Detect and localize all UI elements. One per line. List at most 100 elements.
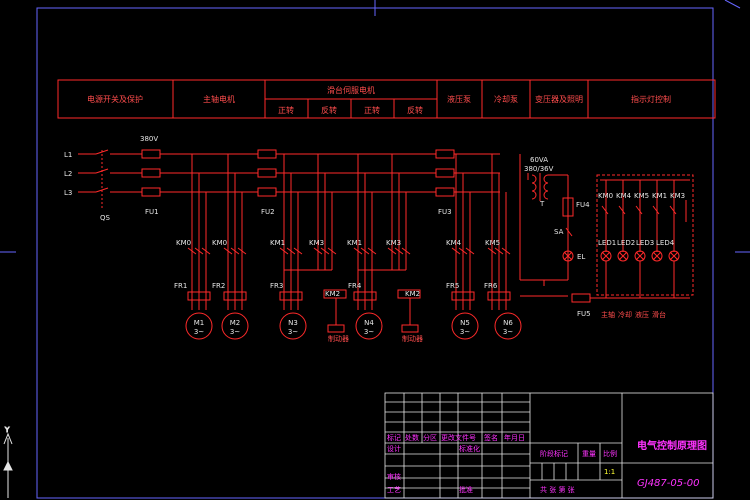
motor-sub: 3~ — [364, 328, 374, 336]
relay-label: FR3 — [270, 282, 283, 290]
fuse-label-fu1: FU1 — [145, 208, 159, 216]
header-indicator: 指示灯控制 — [631, 94, 671, 104]
tb-date: 年月日 — [504, 433, 525, 442]
header-fwd-2: 正转 — [364, 105, 380, 115]
transformer-label: T — [539, 200, 545, 208]
contactor-label: KM0 — [212, 239, 227, 247]
motor-n3 — [279, 312, 307, 340]
header-labels: 电源开关及保护 主轴电机 滑台伺服电机 正转 反转 正转 反转 液压泵 冷却泵 … — [87, 85, 671, 115]
title-block-text: 标记 处数 分区 更改文件号 签名 年月日 设计 标准化 阶段标记 重量 比例 … — [387, 433, 707, 494]
tb-mark: 标记 — [387, 433, 401, 442]
phase-label-l3: L3 — [64, 189, 72, 197]
motor-sub: 3~ — [194, 328, 204, 336]
indicator-contact-label: KM5 — [634, 192, 649, 200]
led-caption: 滑台 — [652, 310, 666, 319]
motor-n5 — [451, 312, 479, 340]
motor-name: N5 — [460, 319, 470, 327]
tb-count: 处数 — [405, 433, 419, 442]
indicator-contact-label: KM4 — [616, 192, 632, 200]
motor-sub: 3~ — [230, 328, 240, 336]
motor-n4 — [355, 312, 383, 340]
device-labels: KM0 KM0 KM1 KM3 KM1 KM3 KM4 KM5 KM2 KM2 … — [174, 239, 500, 343]
motor-sub: 3~ — [503, 328, 513, 336]
tb-weight: 重量 — [582, 450, 596, 458]
header-slide: 滑台伺服电机 — [327, 85, 375, 95]
header-power: 电源开关及保护 — [87, 94, 143, 104]
bus-fuses — [257, 149, 455, 197]
motor-labels: M1 3~ M2 3~ N3 3~ N4 3~ N5 3~ N6 3~ — [194, 319, 514, 336]
header-coolant: 冷却泵 — [494, 94, 518, 104]
tb-scale-value: 1:1 — [604, 468, 615, 476]
phase-label-l2: L2 — [64, 170, 72, 178]
lamp-el — [562, 250, 574, 262]
motor-name: N6 — [503, 319, 513, 327]
tb-stage: 阶段标记 — [540, 449, 568, 458]
tb-change-doc: 更改文件号 — [441, 433, 476, 442]
indicator-contact-label: KM1 — [652, 192, 667, 200]
brake-contact-label: KM2 — [405, 290, 420, 298]
fuse-label-fu4: FU4 — [576, 201, 590, 209]
svg-text:Y: Y — [4, 426, 10, 434]
tb-approve: 批准 — [459, 485, 473, 494]
indicator-contact-label: KM0 — [598, 192, 613, 200]
motor-sub: 3~ — [460, 328, 470, 336]
tb-signature: 签名 — [484, 433, 498, 442]
switch-label: QS — [100, 214, 111, 222]
header-rev-2: 反转 — [407, 105, 423, 115]
phase-label-l1: L1 — [64, 151, 72, 159]
motors — [185, 312, 522, 340]
brake-caption: 制动器 — [402, 334, 423, 343]
switch-sa-label: SA — [554, 228, 564, 236]
tb-standard: 标准化 — [459, 444, 480, 453]
contactor-label: KM1 — [347, 239, 362, 247]
led-caption: 液压 — [635, 310, 649, 319]
fuse-label-fu2: FU2 — [261, 208, 275, 216]
relay-label: FR4 — [348, 282, 362, 290]
header-hydraulic: 液压泵 — [447, 94, 471, 104]
indicator-contact-label: KM3 — [670, 192, 685, 200]
tb-drawing-number: GJ487-05-00 — [637, 478, 699, 489]
tb-review: 审核 — [387, 472, 401, 481]
fuse-label-fu5: FU5 — [577, 310, 591, 318]
transformer-section — [519, 154, 690, 303]
motor-name: N3 — [288, 319, 298, 327]
indicator-section — [596, 174, 694, 298]
relay-label: FR1 — [174, 282, 187, 290]
led-caption: 冷却 — [618, 310, 632, 319]
contactor-label: KM3 — [386, 239, 401, 247]
relay-label: FR5 — [446, 282, 459, 290]
contactor-label: KM4 — [446, 239, 462, 247]
supply-section: L1 L2 L3 380V QS FU1 — [64, 135, 500, 222]
contactor-label: KM3 — [309, 239, 324, 247]
motor-name: M2 — [230, 319, 241, 327]
header-spindle: 主轴电机 — [203, 94, 235, 104]
brake-caption: 制动器 — [328, 334, 349, 343]
title-block — [384, 392, 714, 499]
ucs-icon: Y — [3, 426, 13, 498]
tb-design: 设计 — [387, 444, 401, 453]
contactor-label: KM0 — [176, 239, 191, 247]
indicator-labels: KM0 KM4 KM5 KM1 KM3 LED1 LED2 LED3 LED4 … — [598, 192, 685, 319]
led-caption: 主轴 — [601, 310, 615, 319]
relay-label: FR2 — [212, 282, 225, 290]
header-rev-1: 反转 — [321, 105, 337, 115]
tb-scale: 比例 — [603, 449, 617, 458]
motor-sub: 3~ — [288, 328, 298, 336]
led-label: LED3 — [636, 239, 654, 247]
led-label: LED1 — [598, 239, 616, 247]
tb-process: 工艺 — [387, 486, 401, 494]
motor-m2 — [221, 312, 249, 340]
contactor-label: KM1 — [270, 239, 285, 247]
transformer-labels: 60VA 380/36V T FU4 SA EL FU5 — [524, 156, 591, 318]
header-transformer: 变压器及照明 — [535, 94, 583, 104]
lamp-el-label: EL — [577, 253, 585, 261]
header-band — [57, 79, 716, 119]
tb-zone: 分区 — [423, 433, 437, 442]
voltage-label: 380V — [140, 135, 158, 143]
contactor-label: KM5 — [485, 239, 500, 247]
transformer-ratio: 380/36V — [524, 165, 554, 173]
motor-n6 — [494, 312, 522, 340]
motor-m1 — [185, 312, 213, 340]
